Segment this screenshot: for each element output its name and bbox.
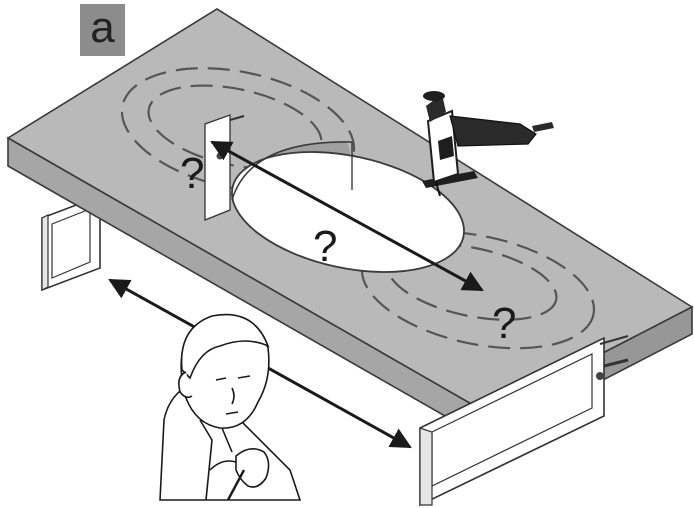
person-thinking-icon <box>160 315 300 500</box>
question-mark-left: ? <box>180 149 204 198</box>
question-mark-center: ? <box>313 222 337 271</box>
question-mark-right: ? <box>492 299 516 348</box>
